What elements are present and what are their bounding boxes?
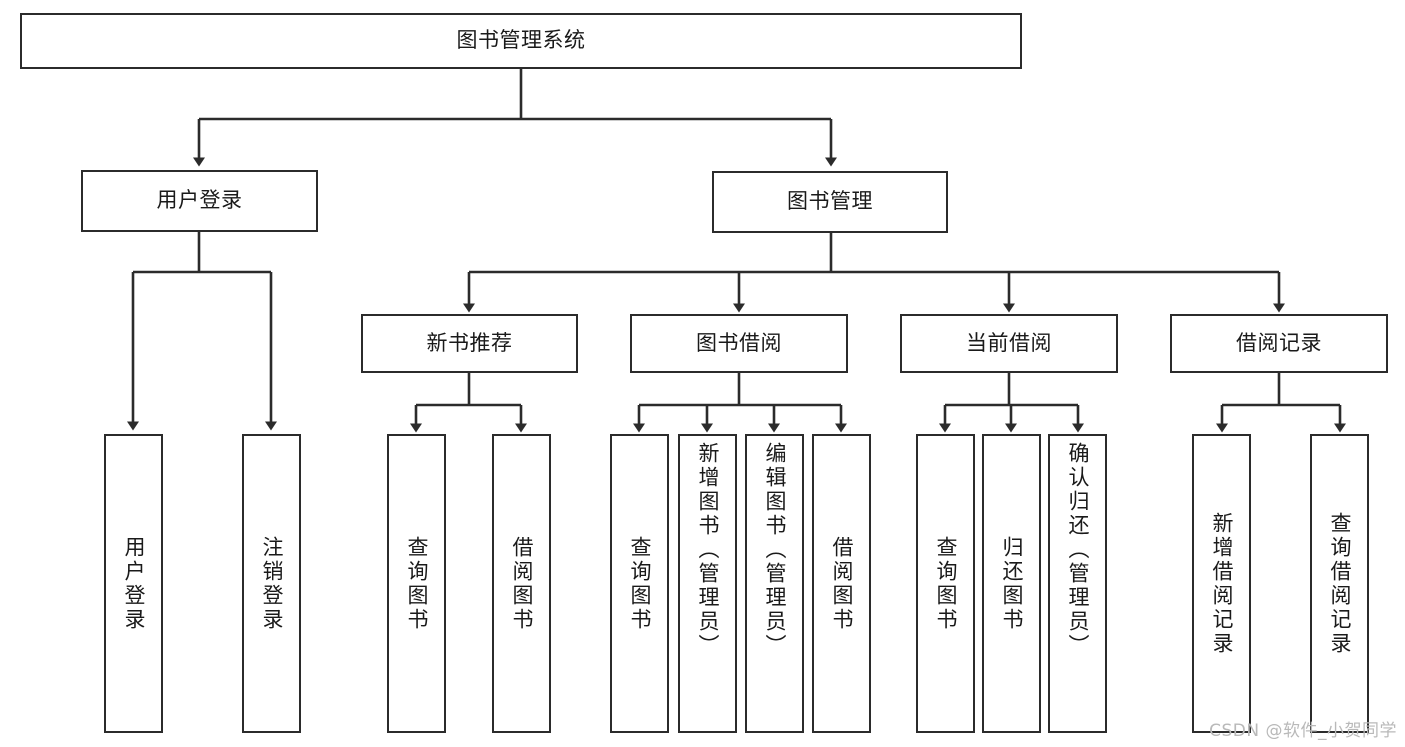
node-leaf-query-book-current[interactable]: 查询图书 (916, 434, 975, 733)
node-borrow-record[interactable]: 借阅记录 (1170, 314, 1388, 373)
node-label: 借阅记录 (1236, 330, 1322, 355)
node-current-borrow[interactable]: 当前借阅 (900, 314, 1118, 373)
node-label: 新增借阅记录 (1210, 511, 1234, 656)
node-leaf-user-login[interactable]: 用户登录 (104, 434, 163, 733)
node-leaf-return-book[interactable]: 归还图书 (982, 434, 1041, 733)
node-leaf-borrow-book-new[interactable]: 借阅图书 (492, 434, 551, 733)
node-label: 借阅图书 (830, 535, 854, 632)
node-book-borrow[interactable]: 图书借阅 (630, 314, 848, 373)
node-label: 确认归还（管理员） (1066, 442, 1090, 658)
node-label: 查询图书 (405, 535, 429, 632)
node-label: 用户登录 (156, 188, 243, 213)
node-label: 新书推荐 (426, 330, 513, 355)
node-label: 图书管理系统 (456, 28, 586, 53)
node-label: 图书借阅 (696, 330, 782, 355)
node-leaf-query-borrow-record[interactable]: 查询借阅记录 (1310, 434, 1369, 733)
node-label: 新增图书（管理员） (696, 442, 720, 658)
node-book-management[interactable]: 图书管理 (712, 171, 948, 233)
node-label: 查询图书 (628, 535, 652, 632)
node-label: 编辑图书（管理员） (763, 442, 787, 658)
node-label: 用户登录 (122, 535, 146, 632)
node-leaf-add-borrow-record[interactable]: 新增借阅记录 (1192, 434, 1251, 733)
node-leaf-edit-book-admin[interactable]: 编辑图书（管理员） (745, 434, 804, 733)
node-leaf-borrow-book[interactable]: 借阅图书 (812, 434, 871, 733)
node-label: 归还图书 (1000, 535, 1024, 632)
node-label: 图书管理 (787, 189, 873, 214)
node-leaf-add-book-admin[interactable]: 新增图书（管理员） (678, 434, 737, 733)
node-leaf-logout[interactable]: 注销登录 (242, 434, 301, 733)
node-label: 借阅图书 (510, 535, 534, 632)
node-label: 查询图书 (934, 535, 958, 632)
node-label: 查询借阅记录 (1328, 511, 1352, 656)
node-leaf-confirm-return-admin[interactable]: 确认归还（管理员） (1048, 434, 1107, 733)
node-label: 当前借阅 (966, 330, 1052, 355)
node-user-login[interactable]: 用户登录 (81, 170, 318, 232)
node-new-book-recommend[interactable]: 新书推荐 (361, 314, 578, 373)
node-leaf-query-book-borrow[interactable]: 查询图书 (610, 434, 669, 733)
node-root-book-management-system[interactable]: 图书管理系统 (20, 13, 1022, 69)
node-leaf-query-book-new[interactable]: 查询图书 (387, 434, 446, 733)
node-label: 注销登录 (260, 535, 284, 632)
